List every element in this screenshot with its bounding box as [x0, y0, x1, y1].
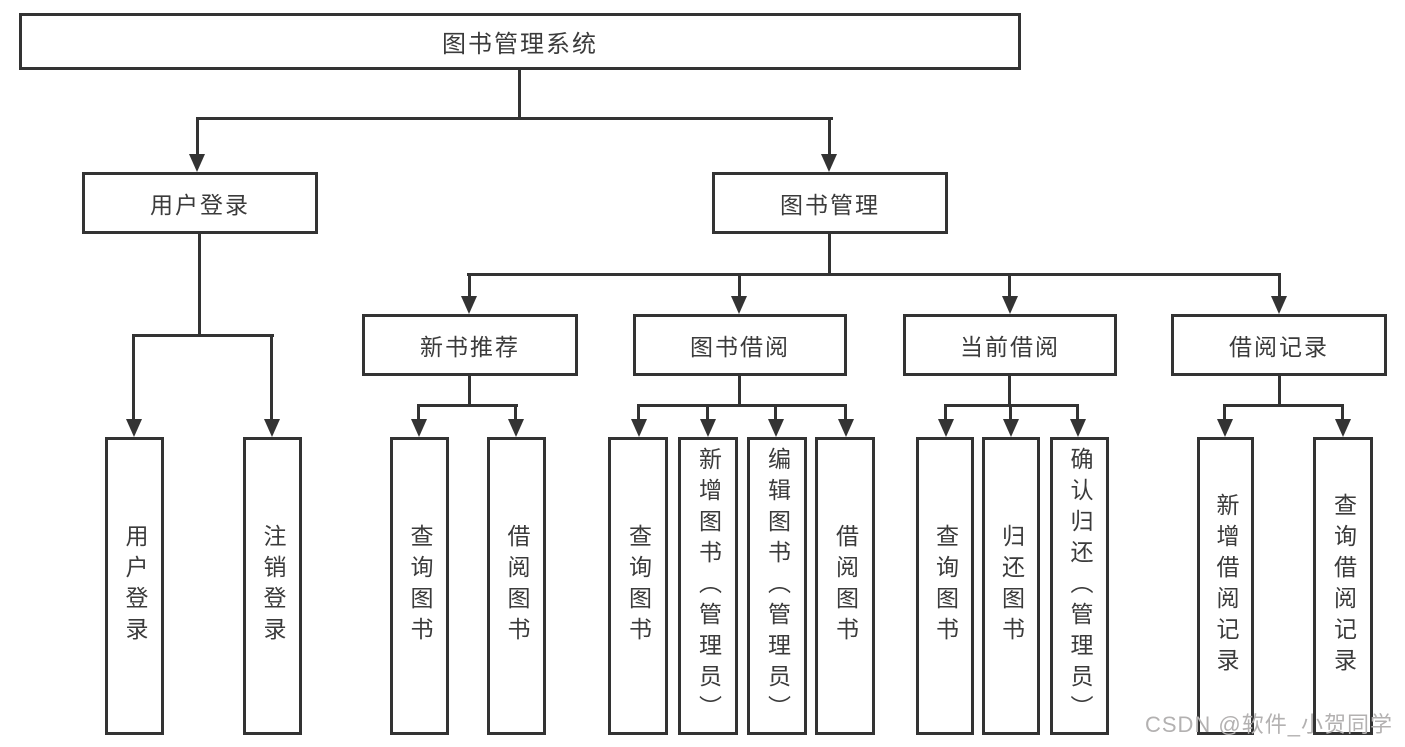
connector-vline: [468, 273, 471, 296]
leaf-br-add-record-label: 新增借阅记录: [1213, 493, 1239, 679]
arrow-down: [264, 419, 280, 437]
arrow-down: [938, 419, 954, 437]
arrow-down: [700, 419, 716, 437]
node-borrow-records: 借阅记录: [1171, 314, 1387, 376]
connector-vline: [738, 375, 741, 406]
connector-vline: [828, 233, 831, 276]
connector-vline: [738, 273, 741, 296]
arrow-down: [1271, 296, 1287, 314]
arrow-down: [731, 296, 747, 314]
leaf-nb-borrow-books: 借阅图书: [487, 437, 546, 735]
leaf-bb-borrow-books: 借阅图书: [815, 437, 875, 735]
connector-vline: [944, 404, 947, 419]
leaf-bb-query-books: 查询图书: [608, 437, 668, 735]
leaf-bb-edit-books-admin-label: 编辑图书（管理员）: [764, 446, 791, 726]
arrow-down: [508, 419, 524, 437]
leaf-cb-return-books-label: 归还图书: [998, 524, 1025, 648]
connector-vline: [417, 404, 420, 419]
node-user-login-branch-label: 用户登录: [150, 192, 250, 218]
connector-vline: [706, 404, 709, 419]
arrow-down: [126, 419, 142, 437]
leaf-cb-confirm-return-admin-label: 确认归还（管理员）: [1067, 446, 1093, 726]
connector-vline: [1278, 375, 1281, 406]
leaf-cb-confirm-return-admin: 确认归还（管理员）: [1050, 437, 1109, 735]
connector-vline: [1076, 404, 1079, 419]
arrow-down: [189, 154, 205, 172]
leaf-nb-borrow-books-label: 借阅图书: [504, 524, 530, 648]
arrow-down: [821, 154, 837, 172]
connector-vline: [828, 117, 831, 154]
node-borrow-records-label: 借阅记录: [1229, 334, 1329, 360]
arrow-down: [1070, 419, 1086, 437]
arrow-down: [1335, 419, 1351, 437]
node-new-book-recommend-label: 新书推荐: [420, 334, 520, 360]
node-current-borrow: 当前借阅: [903, 314, 1117, 376]
leaf-bb-add-books-admin-label: 新增图书（管理员）: [695, 446, 722, 726]
connector-hline: [417, 404, 518, 407]
connector-vline: [1008, 273, 1011, 296]
connector-vline: [1223, 404, 1226, 419]
arrow-down: [1217, 419, 1233, 437]
node-book-borrow: 图书借阅: [633, 314, 847, 376]
node-book-borrow-label: 图书借阅: [690, 334, 790, 360]
connector-vline: [514, 404, 517, 419]
node-root-label: 图书管理系统: [442, 31, 598, 58]
arrow-down: [461, 296, 477, 314]
arrow-down: [768, 419, 784, 437]
leaf-nb-query-books-label: 查询图书: [407, 524, 433, 648]
leaf-br-add-record: 新增借阅记录: [1197, 437, 1254, 735]
connector-vline: [1278, 273, 1281, 296]
leaf-cb-query-books: 查询图书: [916, 437, 974, 735]
connector-hline: [1223, 404, 1344, 407]
node-root: 图书管理系统: [19, 13, 1021, 70]
connector-vline: [468, 375, 471, 406]
connector-vline: [132, 334, 135, 419]
leaf-logout: 注销登录: [243, 437, 302, 735]
leaf-cb-return-books: 归还图书: [982, 437, 1040, 735]
csdn-watermark: CSDN @软件_小贺同学: [1144, 712, 1393, 737]
leaf-br-query-record: 查询借阅记录: [1313, 437, 1373, 735]
connector-vline: [1009, 404, 1012, 419]
arrow-down: [411, 419, 427, 437]
connector-hline: [132, 334, 274, 337]
connector-hline: [637, 404, 847, 407]
leaf-user-login-label: 用户登录: [122, 524, 148, 648]
connector-vline: [774, 404, 777, 419]
node-user-login-branch: 用户登录: [82, 172, 318, 234]
arrow-down: [631, 419, 647, 437]
connector-vline: [1341, 404, 1344, 419]
arrow-down: [1002, 296, 1018, 314]
node-book-management-branch: 图书管理: [712, 172, 948, 234]
leaf-br-query-record-label: 查询借阅记录: [1330, 493, 1357, 679]
node-current-borrow-label: 当前借阅: [960, 334, 1060, 360]
leaf-user-login: 用户登录: [105, 437, 164, 735]
leaf-cb-query-books-label: 查询图书: [932, 524, 959, 648]
leaf-bb-edit-books-admin: 编辑图书（管理员）: [747, 437, 807, 735]
connector-vline: [844, 404, 847, 419]
arrow-down: [838, 419, 854, 437]
connector-vline: [518, 69, 521, 118]
node-book-management-branch-label: 图书管理: [780, 192, 880, 218]
leaf-nb-query-books: 查询图书: [390, 437, 449, 735]
connector-hline: [196, 117, 833, 120]
connector-vline: [270, 334, 273, 419]
leaf-logout-label: 注销登录: [260, 524, 286, 648]
connector-vline: [1008, 375, 1011, 406]
leaf-bb-add-books-admin: 新增图书（管理员）: [678, 437, 738, 735]
connector-vline: [637, 404, 640, 419]
connector-vline: [198, 233, 201, 337]
connector-vline: [196, 117, 199, 154]
leaf-bb-query-books-label: 查询图书: [625, 524, 652, 648]
leaf-bb-borrow-books-label: 借阅图书: [832, 524, 859, 648]
node-new-book-recommend: 新书推荐: [362, 314, 578, 376]
arrow-down: [1003, 419, 1019, 437]
connector-hline: [467, 273, 1281, 276]
